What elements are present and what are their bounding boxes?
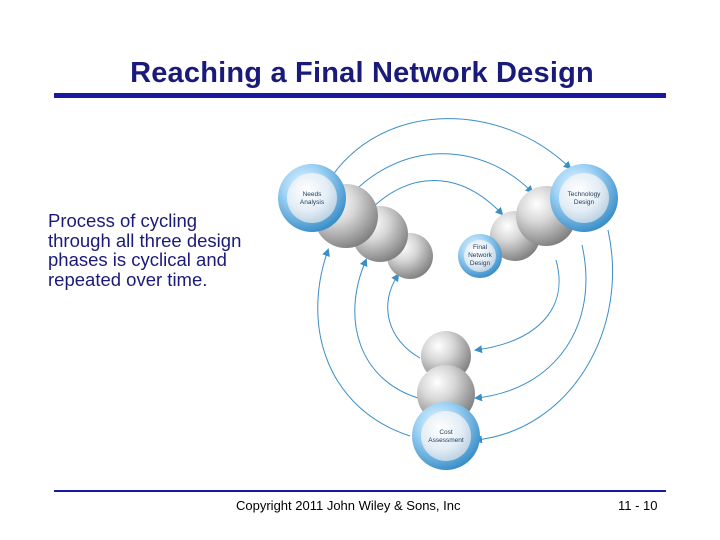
arc-needs-to-tech-mid xyxy=(347,153,534,199)
node-needs-analysis: Needs Analysis xyxy=(278,164,346,232)
cycle-diagram: Needs Analysis Technology Design Cost As… xyxy=(278,118,618,470)
arc-tech-to-cost-outer xyxy=(474,229,613,444)
arc-needs-to-tech-inner xyxy=(369,180,504,216)
technology-design-label-2: Design xyxy=(574,199,595,206)
final-design-label-2: Network xyxy=(468,252,493,259)
technology-design-label-1: Technology xyxy=(568,191,602,198)
slide-title: Reaching a Final Network Design xyxy=(130,57,594,89)
final-design-label-3: Design xyxy=(470,260,491,267)
final-design-label-1: Final xyxy=(473,244,488,251)
arc-needs-to-tech-outer xyxy=(327,118,572,183)
arc-cost-to-needs-outer xyxy=(317,248,411,437)
body-text: Process of cycling through all three des… xyxy=(48,210,242,290)
needs-analysis-label-1: Needs xyxy=(303,191,323,198)
arc-tech-to-cost-mid xyxy=(474,244,587,402)
footer-page-number: 11 - 10 xyxy=(618,498,658,513)
title-underline xyxy=(54,93,666,98)
arc-cost-to-needs-inner xyxy=(387,273,421,359)
node-technology-design: Technology Design xyxy=(550,164,618,232)
node-cost-assessment: Cost Assessment xyxy=(412,402,480,470)
footer-copyright: Copyright 2011 John Wiley & Sons, Inc xyxy=(236,498,461,513)
arc-cost-to-needs-mid xyxy=(354,258,419,399)
needs-analysis-label-2: Analysis xyxy=(300,199,325,206)
node-final-network-design: Final Network Design xyxy=(458,234,502,278)
arc-tech-to-cost-inner xyxy=(474,259,560,354)
cost-assessment-label-1: Cost xyxy=(439,429,453,436)
cost-assessment-label-2: Assessment xyxy=(428,437,464,444)
footer-rule xyxy=(54,490,666,492)
